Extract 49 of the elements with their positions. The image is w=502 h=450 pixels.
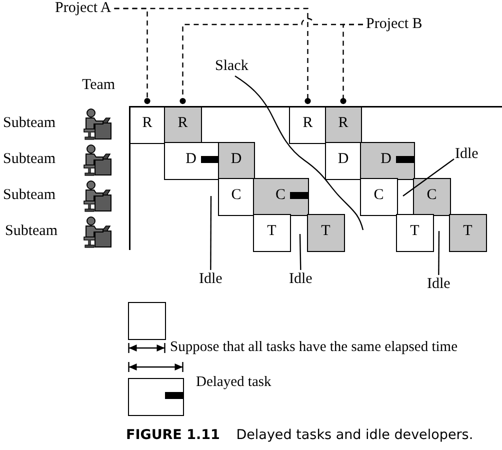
idle-label: Idle — [289, 271, 312, 288]
leader-line — [210, 196, 212, 270]
dashed-connector — [340, 24, 363, 104]
task-box — [253, 214, 290, 252]
subteam-label: Subteam — [5, 223, 58, 240]
slack-curve — [234, 76, 364, 230]
team-heading: Team — [82, 77, 116, 94]
task-box — [307, 214, 344, 252]
project-label: Project A — [55, 0, 112, 17]
project-label: Project B — [366, 16, 422, 33]
task-label: R — [302, 115, 313, 132]
task-box — [253, 178, 308, 216]
task-box — [396, 214, 434, 252]
idle-label: Idle — [455, 146, 478, 163]
task-label: T — [267, 223, 276, 240]
task-label: T — [463, 223, 472, 240]
legend-text: Delayed task — [196, 374, 272, 391]
task-box — [360, 178, 398, 216]
subteam-label: Subteam — [3, 115, 56, 132]
task-box — [413, 178, 450, 216]
task-label: R — [338, 115, 348, 132]
task-label: R — [178, 115, 188, 132]
task-label: D — [338, 151, 349, 168]
task-label: R — [142, 115, 152, 132]
task-label: C — [231, 187, 242, 204]
task-label: D — [380, 151, 392, 168]
subteam-label: Subteam — [3, 151, 56, 168]
task-box — [325, 142, 362, 180]
leader-line — [402, 158, 454, 196]
slack-label: Slack — [215, 58, 248, 75]
task-label: C — [275, 187, 286, 204]
leader-line — [438, 231, 440, 275]
task-label: D — [186, 151, 196, 168]
task-label: C — [426, 187, 437, 204]
task-box — [218, 178, 254, 216]
task-box — [449, 214, 486, 252]
legend-text: Suppose that all tasks have the same elapsed time — [170, 339, 458, 356]
task-box — [360, 142, 414, 180]
idle-label: Idle — [427, 276, 450, 293]
dashed-connector — [114, 8, 311, 104]
task-label: T — [410, 223, 420, 240]
idle-label: Idle — [199, 271, 222, 288]
task-label: D — [230, 151, 242, 168]
task-label: C — [374, 187, 384, 204]
task-box — [218, 142, 254, 180]
subteam-label: Subteam — [3, 187, 56, 204]
task-label: T — [321, 223, 330, 240]
task-box — [164, 142, 220, 180]
figure-caption: FIGURE 1.11 Delayed tasks and idle developers. — [126, 427, 474, 444]
